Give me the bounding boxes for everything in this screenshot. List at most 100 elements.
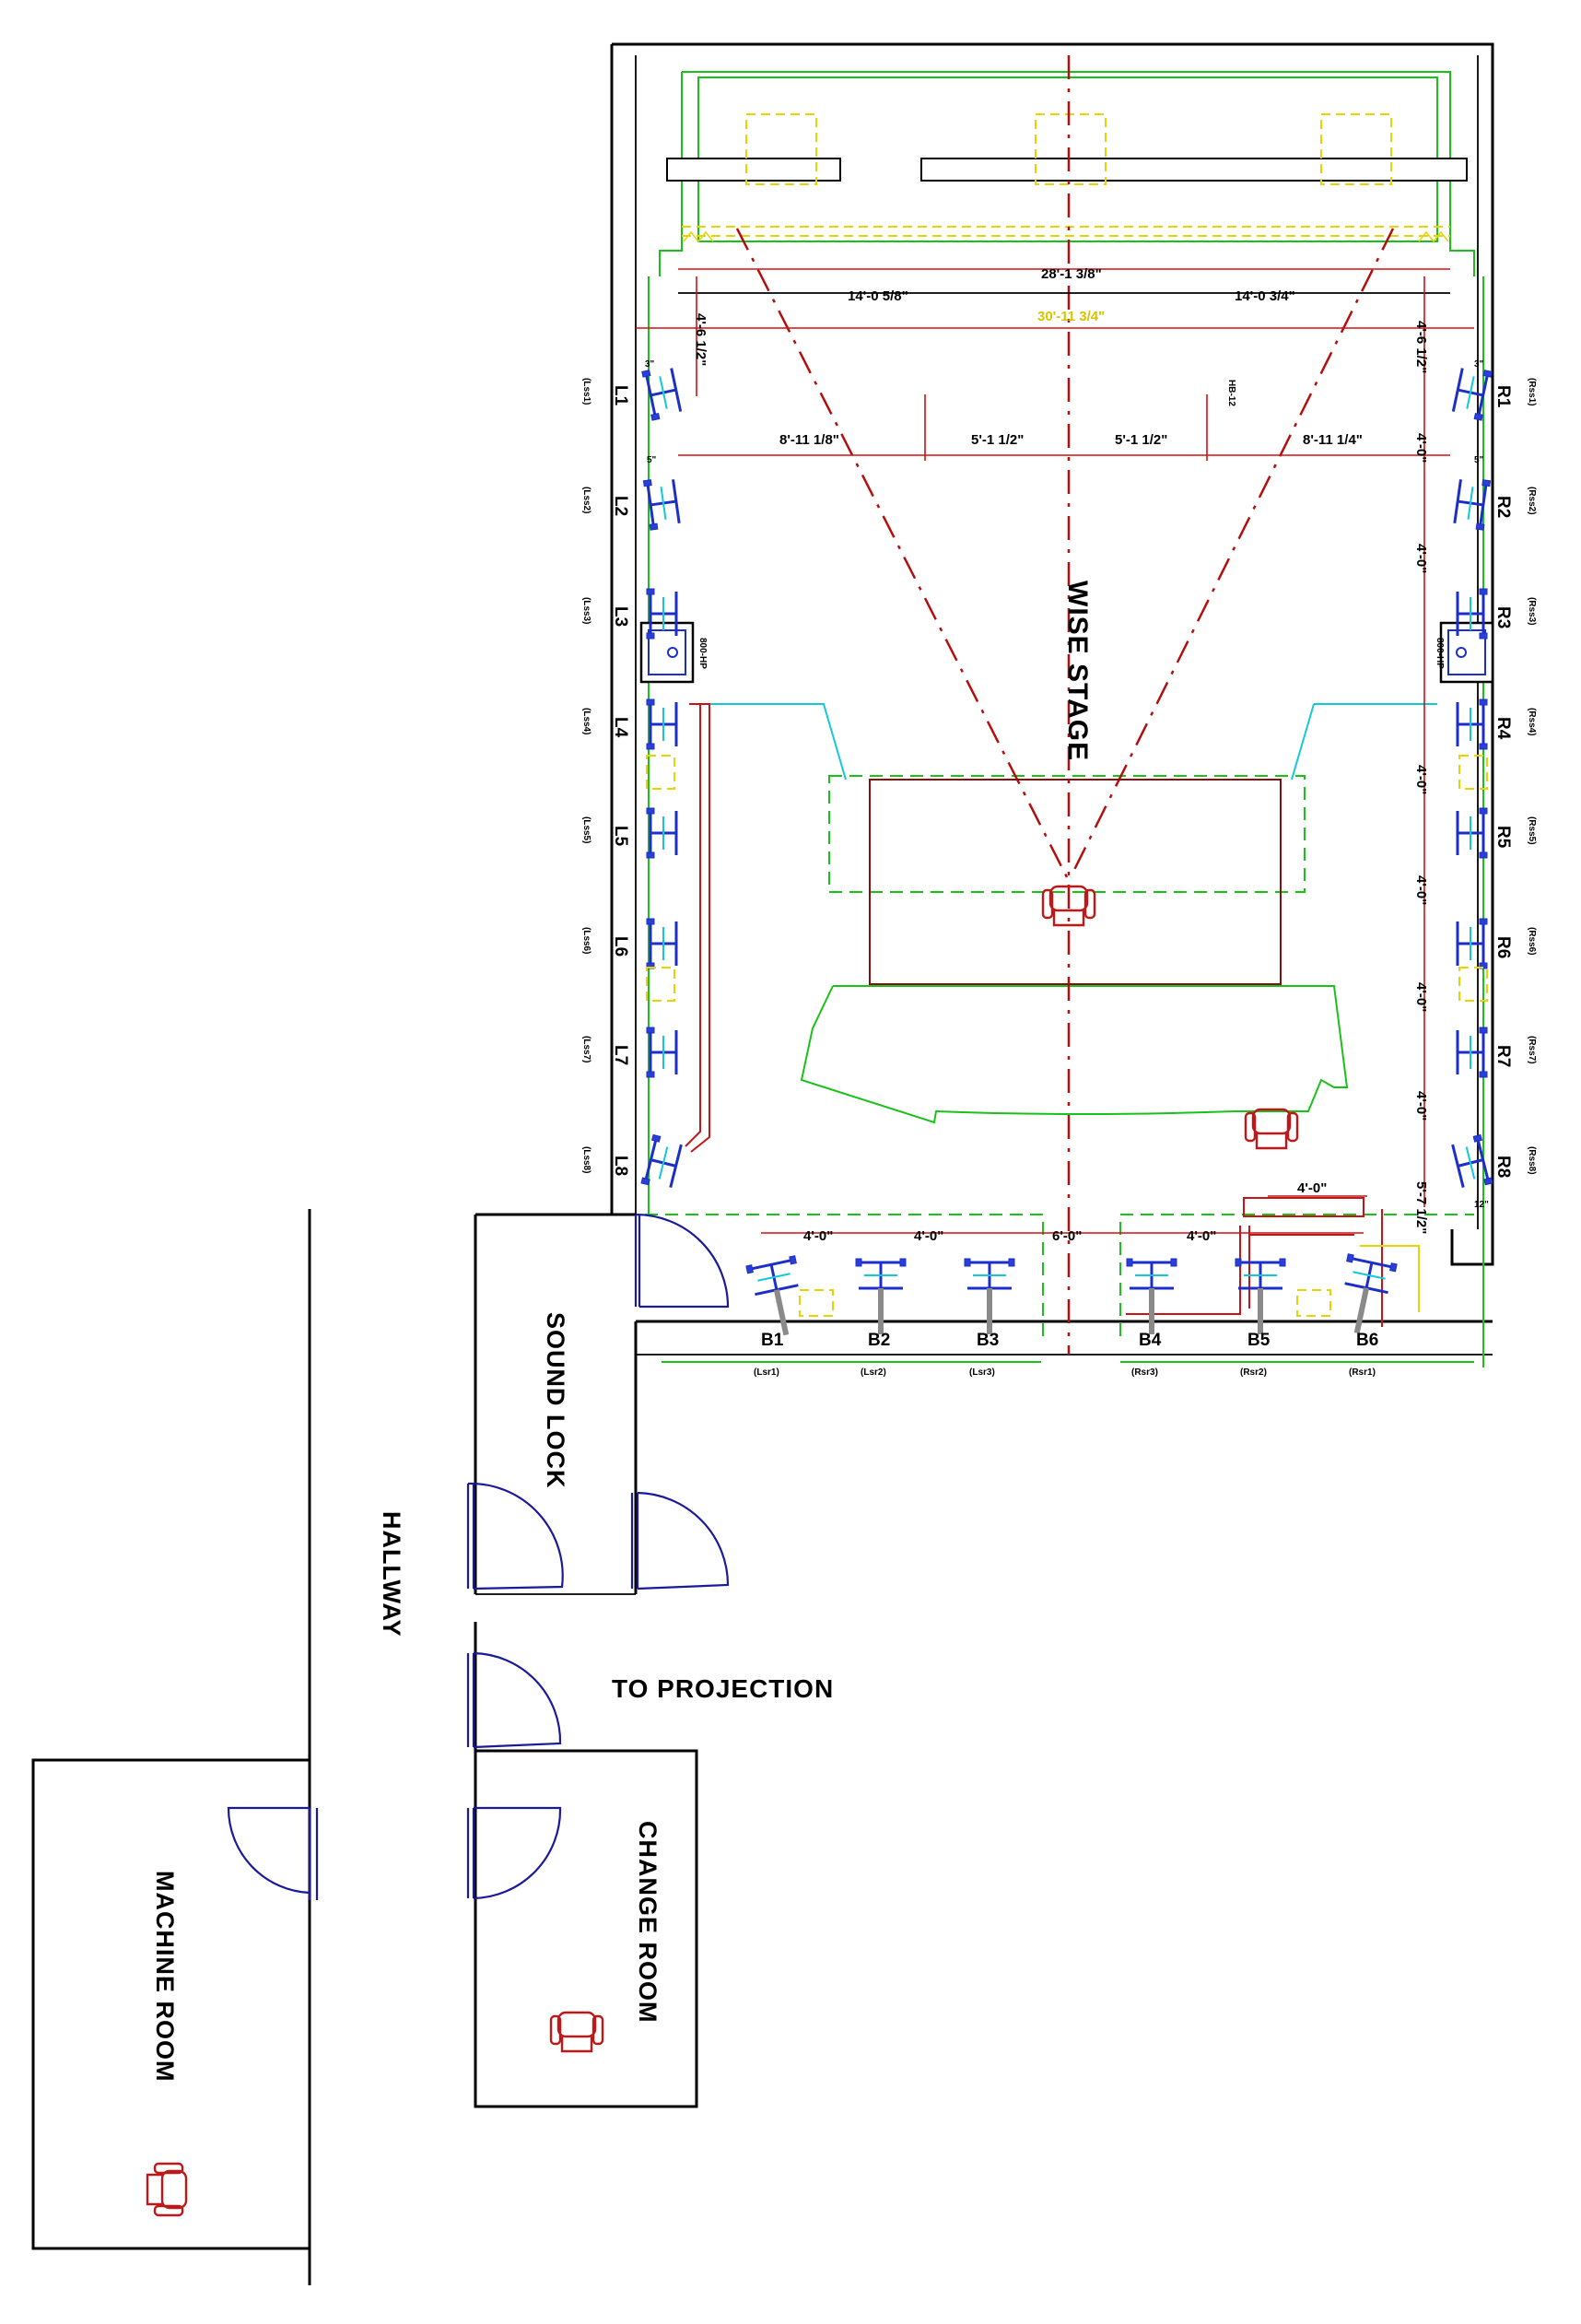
- speaker-label-b4: B4: [1139, 1331, 1162, 1350]
- speaker-label-r7: R7: [1493, 1045, 1513, 1067]
- speaker-channel-l4: (Lss4): [581, 708, 591, 734]
- speaker-channel-l8: (Lss8): [581, 1146, 591, 1173]
- speaker-b4[interactable]: [1127, 1259, 1177, 1334]
- chair-machine-room: [146, 2162, 188, 2217]
- speaker-r5[interactable]: [1456, 806, 1489, 860]
- speaker-b3[interactable]: [965, 1259, 1014, 1334]
- speaker-channel-b5: (Rsr2): [1240, 1367, 1267, 1378]
- right-speaker-labels: R1 (Rss1) R2 (Rss2) R3 (Rss3) R4 (Rss4) …: [1493, 378, 1537, 1178]
- speaker-r7[interactable]: [1456, 1026, 1489, 1079]
- speaker-l4[interactable]: [645, 698, 678, 751]
- dim-left-depth: 4'-6 1/2": [693, 313, 709, 366]
- speaker-channel-l3: (Lss3): [581, 597, 591, 624]
- speaker-label-l8: L8: [611, 1156, 630, 1176]
- speaker-label-l3: L3: [611, 606, 630, 627]
- dim-seg-a: 8'-11 1/8": [779, 432, 839, 448]
- speaker-l7[interactable]: [645, 1026, 678, 1079]
- dim-r2-r3: 4'-0": [1413, 433, 1429, 463]
- speaker-r8[interactable]: [1450, 1133, 1494, 1192]
- speaker-l5[interactable]: [645, 806, 678, 860]
- speaker-channel-r5: (Rss5): [1527, 816, 1537, 845]
- speaker-label-b2: B2: [868, 1331, 890, 1350]
- room-label-hallway: HALLWAY: [378, 1511, 405, 1637]
- speaker-channel-r6: (Rss6): [1527, 927, 1537, 956]
- machine-room-walls: [31, 1758, 310, 2250]
- cable-runs: [685, 703, 1383, 1327]
- speaker-channel-b3: (Lsr3): [969, 1367, 995, 1378]
- speaker-label-b1: B1: [761, 1331, 784, 1350]
- room-label-stage: WISE STAGE: [1062, 581, 1093, 761]
- dim-seg-d: 8'-11 1/4": [1303, 432, 1363, 448]
- speaker-label-r5: R5: [1493, 826, 1513, 849]
- sight-lines: [735, 228, 1395, 878]
- speaker-b5[interactable]: [1236, 1259, 1285, 1334]
- left-speaker-labels: L1 (Lss1) L2 (Lss2) L3 (Lss3) L4 (Lss4) …: [581, 378, 630, 1176]
- speaker-label-l1: L1: [611, 385, 630, 406]
- change-room-walls: [474, 1749, 698, 2108]
- dim-b2-b3: 4'-0": [914, 1228, 943, 1244]
- speaker-label-l2: L2: [611, 496, 630, 516]
- door-theatre[interactable]: [634, 1213, 730, 1309]
- speaker-label-l5: L5: [611, 826, 630, 847]
- dimension-labels: 28'-1 3/8" 14'-0 5/8" 14'-0 3/4" 30'-11 …: [645, 266, 1489, 1244]
- dim-b1-b2: 4'-0": [803, 1228, 833, 1244]
- speaker-r6[interactable]: [1456, 917, 1489, 970]
- speaker-channel-l6: (Lss6): [581, 927, 591, 954]
- speaker-channel-l2: (Lss2): [581, 487, 591, 513]
- hb-label: HB-12: [1226, 380, 1236, 406]
- speaker-b6[interactable]: [1332, 1254, 1397, 1338]
- dim-right-small-top: 3": [1474, 359, 1484, 370]
- room-label-to-projection: TO PROJECTION: [612, 1674, 834, 1703]
- dim-r6-r7: 4'-0": [1413, 982, 1429, 1012]
- speaker-channel-r4: (Rss4): [1527, 708, 1537, 736]
- dim-r3-r4: 4'-0": [1413, 544, 1429, 573]
- speaker-label-l6: L6: [611, 936, 630, 957]
- door-change-room[interactable]: [466, 1806, 562, 1900]
- left-speakers: [639, 364, 684, 1192]
- dim-center-gap: 6'-0": [1052, 1228, 1082, 1244]
- speaker-channel-r2: (Rss2): [1527, 487, 1537, 515]
- rear-speaker-labels: B1 (Lsr1) B2 (Lsr2) B3 (Lsr3) B4 (Rsr3) …: [754, 1331, 1378, 1378]
- dim-right-half: 14'-0 3/4": [1235, 288, 1295, 304]
- door-sound-lock-right[interactable]: [630, 1491, 730, 1590]
- speaker-b2[interactable]: [856, 1259, 906, 1334]
- sub-label-left: 800-HP: [697, 638, 708, 669]
- speaker-l8[interactable]: [639, 1133, 684, 1192]
- speaker-channel-l1: (Lss1): [581, 378, 591, 405]
- speaker-label-r8: R8: [1493, 1156, 1513, 1178]
- speaker-r1[interactable]: [1451, 364, 1493, 422]
- speaker-channel-b1: (Lsr1): [754, 1367, 779, 1378]
- speaker-channel-b4: (Rsr3): [1131, 1367, 1158, 1378]
- room-label-sound-lock: SOUND LOCK: [542, 1312, 569, 1489]
- dim-left-small-top: 3": [645, 359, 655, 370]
- dim-b5-offset: 4'-0": [1297, 1180, 1327, 1196]
- speaker-channel-b6: (Rsr1): [1349, 1367, 1376, 1378]
- speaker-channel-r1: (Rss1): [1527, 378, 1537, 406]
- speaker-r4[interactable]: [1456, 698, 1489, 751]
- speaker-label-b5: B5: [1247, 1331, 1271, 1350]
- theatre-walls: [610, 42, 1494, 1356]
- room-label-machine-room: MACHINE ROOM: [151, 1871, 179, 2083]
- sub-label-right: 800-HP: [1435, 638, 1445, 669]
- speaker-label-r3: R3: [1493, 606, 1513, 628]
- speaker-l6[interactable]: [645, 917, 678, 970]
- speaker-label-r6: R6: [1493, 936, 1513, 958]
- placeholder-boxes: [646, 755, 1488, 1317]
- dim-r5-r6: 4'-0": [1413, 875, 1429, 905]
- dim-seg-b: 5'-1 1/2": [971, 432, 1024, 448]
- dim-right-small-mid: 5": [1474, 455, 1484, 465]
- door-projection[interactable]: [466, 1651, 562, 1749]
- door-sound-lock-left[interactable]: [466, 1482, 564, 1590]
- speaker-label-r4: R4: [1493, 717, 1513, 740]
- dim-screen-width: 30'-11 3/4": [1037, 309, 1105, 324]
- speaker-label-r1: R1: [1493, 385, 1513, 408]
- speaker-channel-l5: (Lss5): [581, 816, 591, 843]
- speaker-channel-r3: (Rss3): [1527, 597, 1537, 626]
- speaker-r2[interactable]: [1452, 475, 1493, 532]
- speaker-b1[interactable]: [746, 1256, 811, 1340]
- dim-r7-r8: 4'-0": [1413, 1091, 1429, 1121]
- dimension-lines: [636, 268, 1474, 1234]
- door-machine-room[interactable]: [227, 1806, 319, 1900]
- speaker-channel-b2: (Lsr2): [861, 1367, 886, 1378]
- chair-change-room: [549, 2011, 604, 2053]
